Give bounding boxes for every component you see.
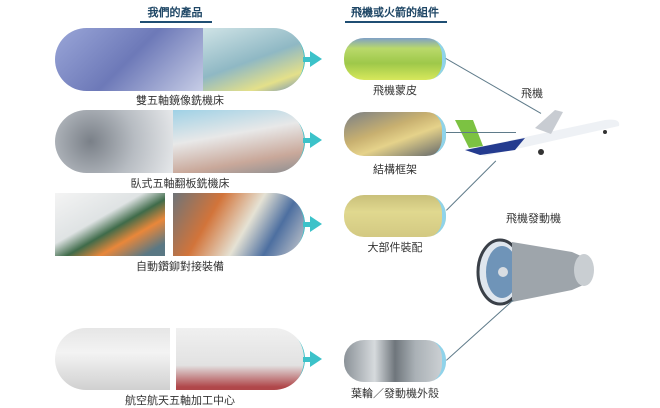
arrow-stem [303, 138, 311, 143]
product-label: 自動鑽鉚對接裝備 [136, 260, 224, 273]
component-label: 葉輪／發動機外殼 [351, 387, 439, 400]
arrow-stem [303, 222, 311, 227]
arrow-right-icon [310, 132, 322, 148]
component-image-structural-frame [344, 112, 446, 156]
engine-image [472, 232, 602, 307]
component-label: 飛機蒙皮 [373, 84, 417, 97]
product-label: 臥式五軸翻板銑機床 [130, 177, 230, 190]
products-header: 我們的產品 [147, 6, 203, 19]
product-label: 航空航天五軸加工中心 [125, 394, 235, 407]
component-image-aircraft-skin [344, 38, 446, 80]
component-label: 結構框架 [373, 163, 417, 176]
connector-frame-to-aircraft [446, 132, 516, 133]
component-image-major-assembly [344, 195, 446, 237]
connector-assembly-to-aircraft [446, 160, 497, 211]
connector-casing-to-engine [446, 299, 514, 361]
product-image-flip-milling [55, 110, 305, 173]
product-label: 雙五軸鏡像銑機床 [136, 94, 224, 107]
product-image-drilling-riveting [55, 193, 305, 256]
arrow-right-icon [310, 51, 322, 67]
aircraft-label: 飛機 [521, 87, 543, 100]
components-header: 飛機或火箭的組件 [351, 6, 439, 19]
arrow-stem [303, 357, 311, 362]
components-header-underline [345, 21, 447, 23]
arrow-right-icon [310, 351, 322, 367]
product-image-machining-center [55, 328, 305, 390]
aircraft-image [455, 108, 625, 163]
arrow-right-icon [310, 216, 322, 232]
product-image-mirror-milling [55, 28, 305, 91]
component-image-impeller-casing [344, 340, 446, 382]
products-header-underline [140, 21, 212, 23]
component-label: 大部件裝配 [367, 241, 423, 254]
engine-label: 飛機發動機 [506, 212, 561, 225]
arrow-stem [303, 57, 311, 62]
